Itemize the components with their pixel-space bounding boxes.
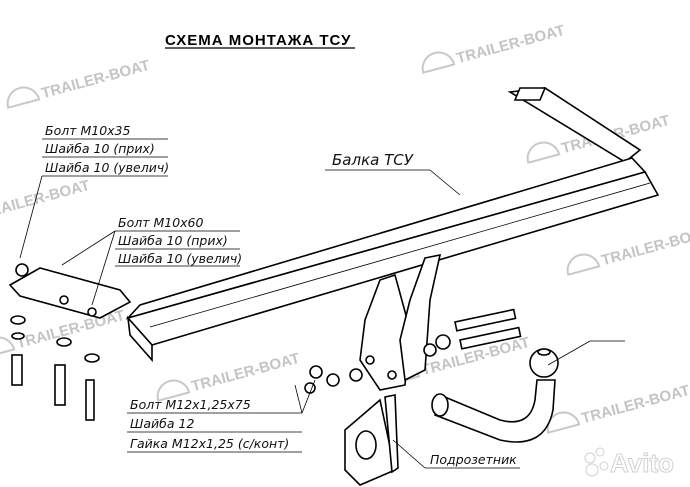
label-beam: Балка ТСУ xyxy=(332,151,414,169)
label-bolt-m12: Болт М12х1,25х75 xyxy=(130,397,251,412)
boat-logo-icon xyxy=(526,141,561,164)
avito-logo: Avito xyxy=(584,447,675,479)
label-nut-m12: Гайка М12х1,25 (с/конт) xyxy=(130,436,289,451)
watermark-text: TRAILER-BOAT xyxy=(15,307,127,352)
label-washer-12: Шайба 12 xyxy=(130,416,194,431)
watermark-text: TRAILER-BOAT xyxy=(190,350,302,395)
tow-ball-hitch xyxy=(431,348,559,443)
label-washer-10-large-2: Шайба 10 (увелич) xyxy=(118,251,242,266)
watermark-text: TRAILER-BOAT xyxy=(0,177,92,222)
left-mounting-bracket xyxy=(8,263,132,421)
watermarks: TRAILER-BOAT TRAILER-BOAT TRAILER-BOAT TRAI… xyxy=(0,22,690,434)
center-brackets xyxy=(304,253,522,394)
watermark: TRAILER-BOAT xyxy=(421,22,567,74)
tow-bar-beam xyxy=(125,87,660,363)
watermark: TRAILER-BOAT xyxy=(546,382,690,434)
watermark-text: TRAILER-BOAT xyxy=(600,224,690,269)
socket-plate xyxy=(344,394,399,486)
label-washer-10-flat: Шайба 10 (прих) xyxy=(45,141,155,156)
boat-logo-icon xyxy=(421,51,456,74)
svg-text:Avito: Avito xyxy=(610,448,674,478)
boat-logo-icon xyxy=(6,86,41,109)
leader-lines xyxy=(19,138,625,469)
watermark: TRAILER-BOAT xyxy=(566,224,690,276)
watermark: TRAILER-BOAT xyxy=(6,57,152,109)
watermark-text: TRAILER-BOAT xyxy=(580,382,690,427)
label-bolt-m10x60: Болт М10х60 xyxy=(118,215,204,230)
watermark-text: TRAILER-BOAT xyxy=(40,57,152,102)
watermark: TRAILER-BOAT xyxy=(0,177,92,222)
watermark-text: TRAILER-BOAT xyxy=(455,22,567,67)
label-washer-10-flat-2: Шайба 10 (прих) xyxy=(118,233,228,248)
label-washer-10-large: Шайба 10 (увелич) xyxy=(45,160,169,175)
label-socket-plate: Подрозетник xyxy=(430,452,517,467)
boat-logo-icon xyxy=(0,336,16,359)
diagram-title: СХЕМА МОНТАЖА ТСУ xyxy=(165,32,352,49)
watermark: TRAILER-BOAT xyxy=(156,350,302,402)
boat-logo-icon xyxy=(156,379,191,402)
label-bolt-m10x35: Болт М10х35 xyxy=(45,123,131,138)
boat-logo-icon xyxy=(566,253,601,276)
